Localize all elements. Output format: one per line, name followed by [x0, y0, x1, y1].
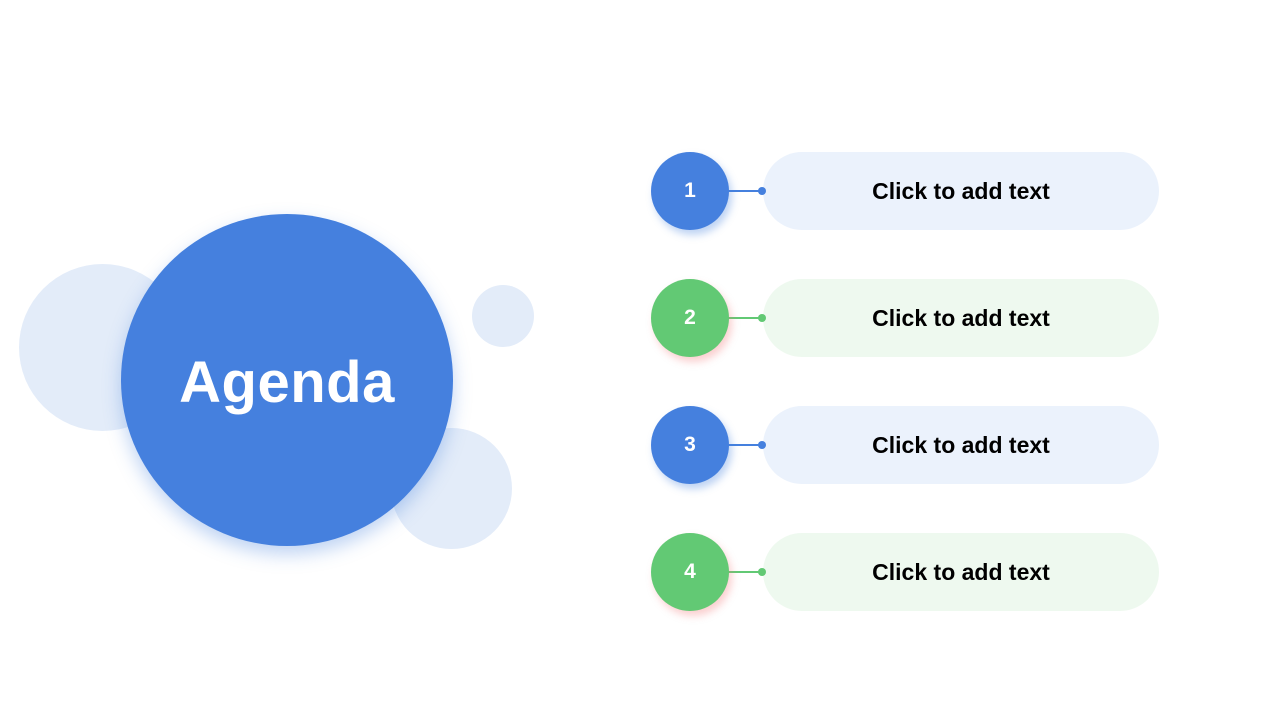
agenda-item-4: 4 Click to add text	[650, 533, 1160, 611]
connector-line	[728, 190, 762, 192]
title-circle: Agenda	[121, 214, 453, 546]
agenda-number-badge: 2	[651, 279, 729, 357]
agenda-item-3: 3 Click to add text	[650, 406, 1160, 484]
connector-dot	[758, 314, 766, 322]
decorative-circle-small	[472, 285, 534, 347]
connector-dot	[758, 441, 766, 449]
agenda-text-placeholder[interactable]: Click to add text	[763, 279, 1159, 357]
agenda-number-badge: 4	[651, 533, 729, 611]
agenda-number-badge: 1	[651, 152, 729, 230]
connector-line	[728, 444, 762, 446]
agenda-text-placeholder[interactable]: Click to add text	[763, 152, 1159, 230]
agenda-text-placeholder[interactable]: Click to add text	[763, 533, 1159, 611]
connector-dot	[758, 187, 766, 195]
agenda-item-1: 1 Click to add text	[650, 152, 1160, 230]
connector-line	[728, 571, 762, 573]
agenda-number-badge: 3	[651, 406, 729, 484]
agenda-text-placeholder[interactable]: Click to add text	[763, 406, 1159, 484]
agenda-item-2: 2 Click to add text	[650, 279, 1160, 357]
connector-line	[728, 317, 762, 319]
slide-title[interactable]: Agenda	[179, 349, 395, 415]
connector-dot	[758, 568, 766, 576]
